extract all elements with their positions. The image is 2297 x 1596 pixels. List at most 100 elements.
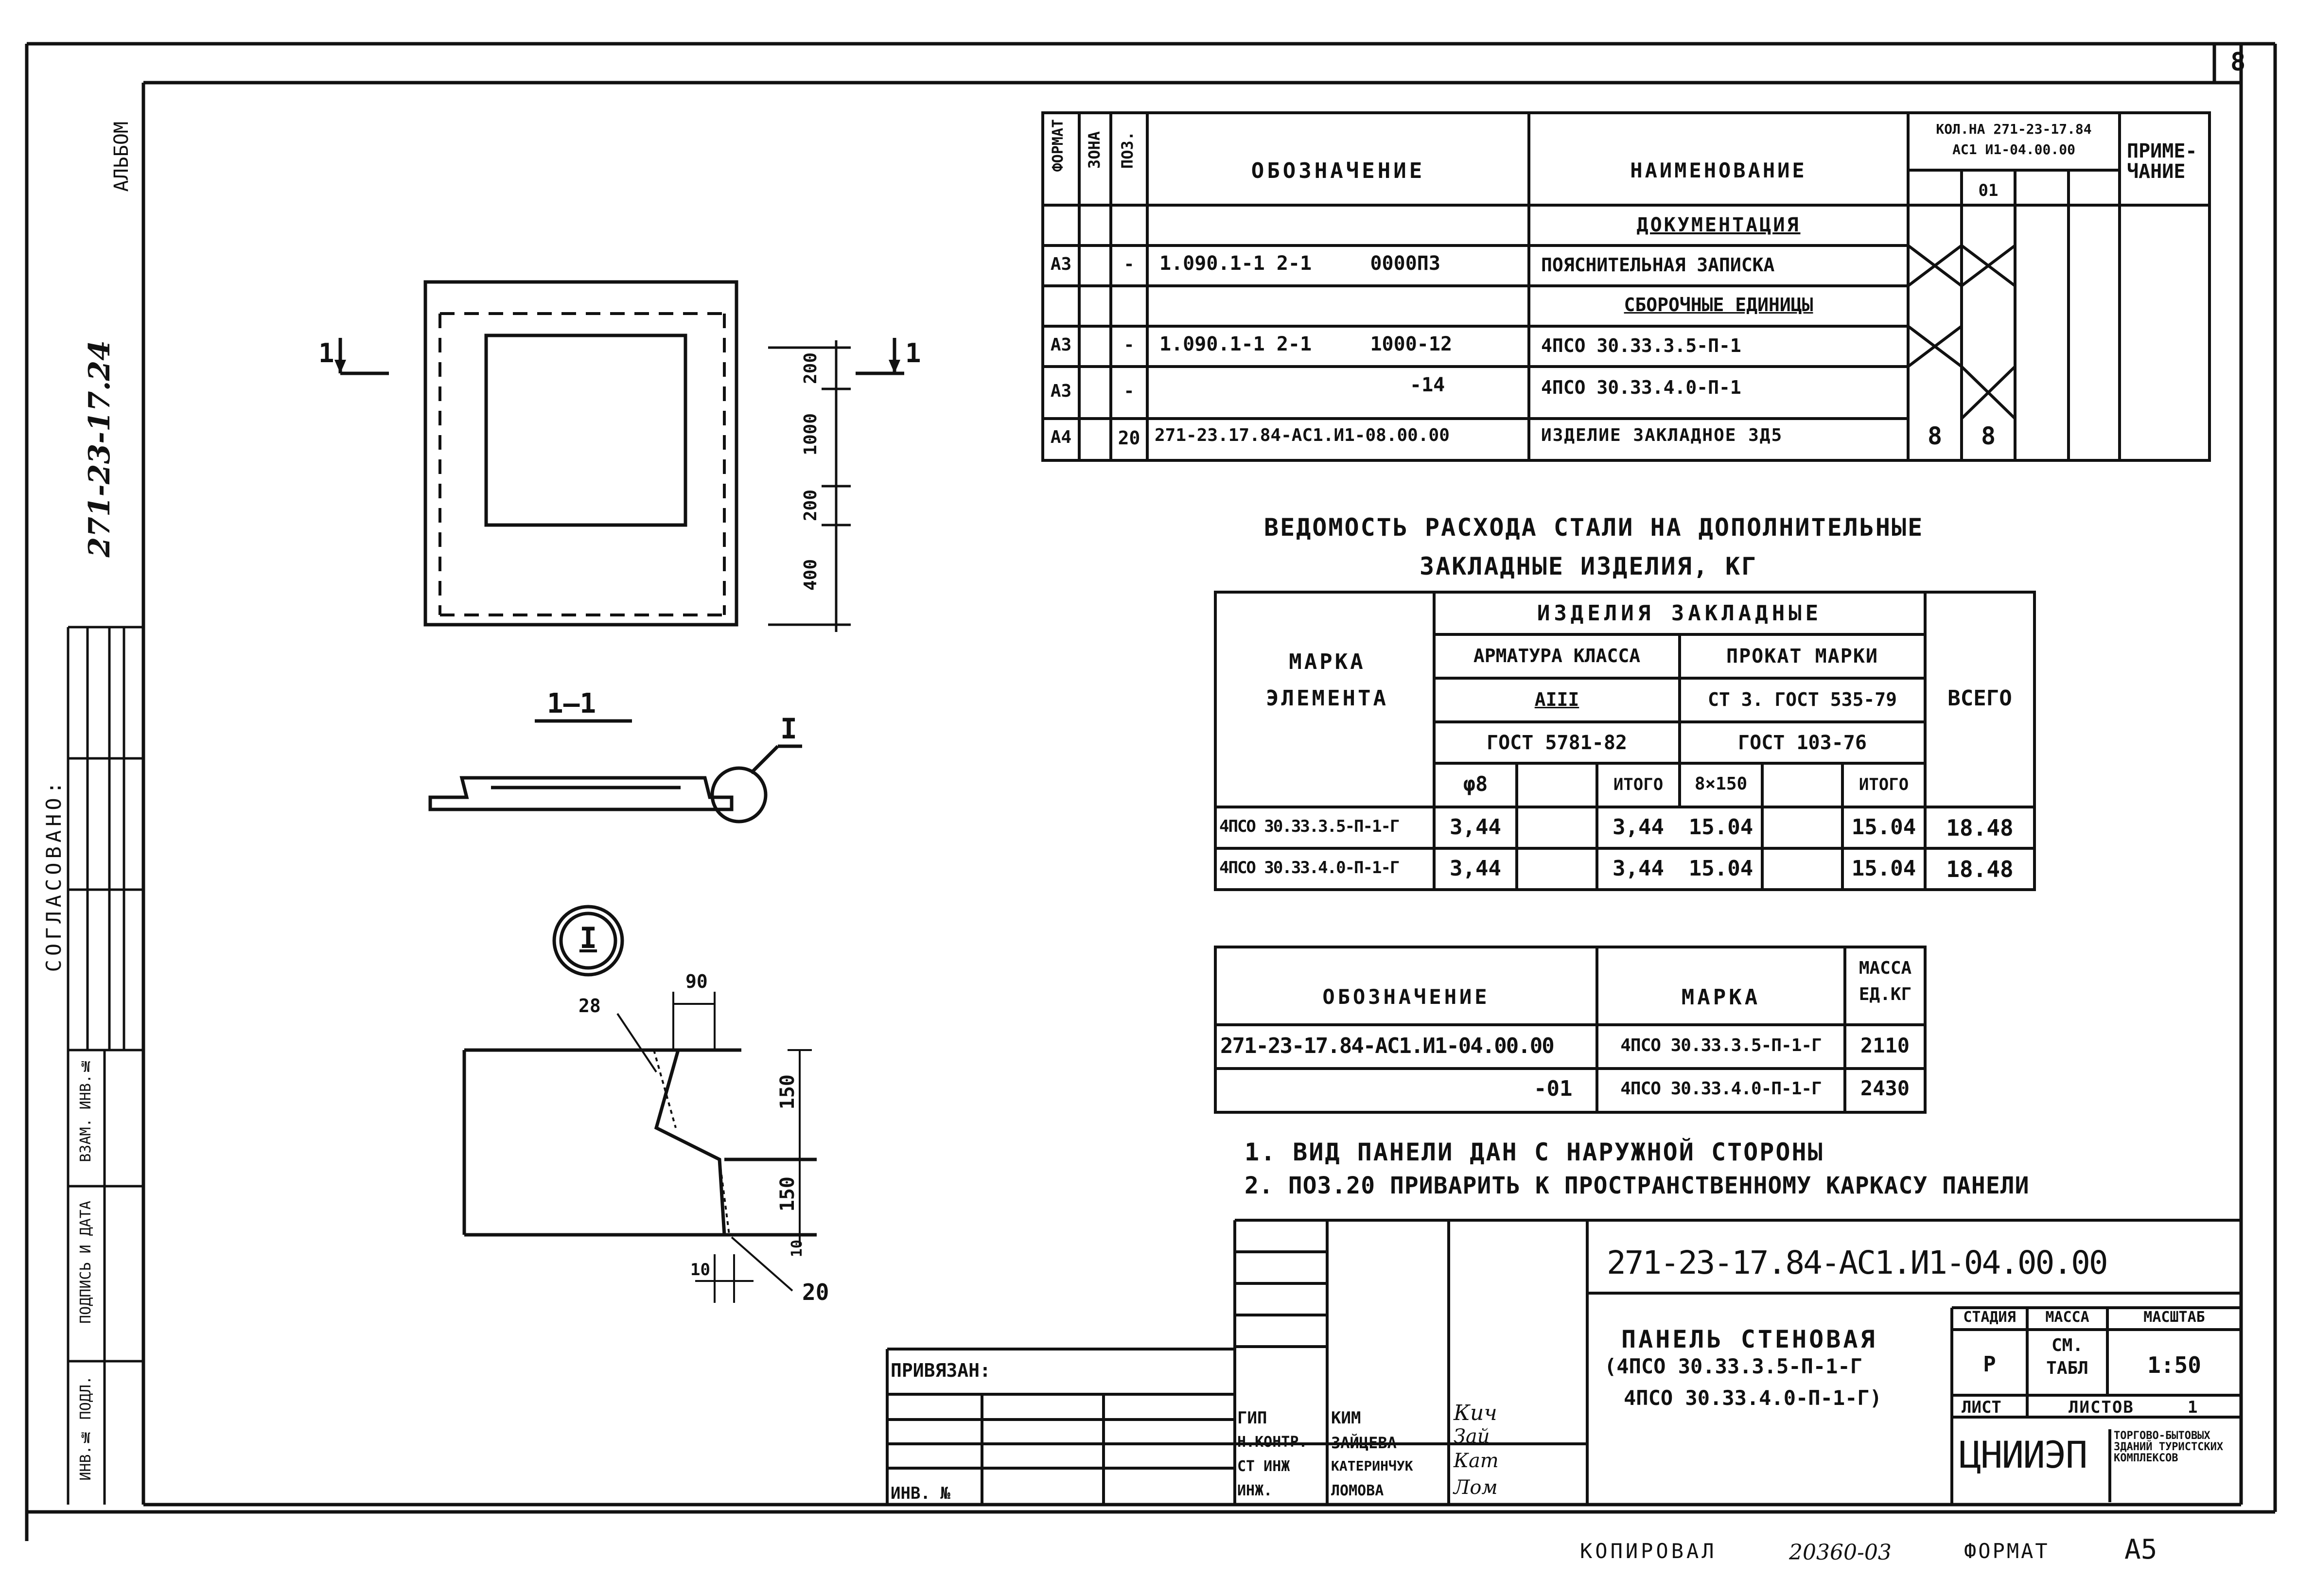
spec-h-designation: ОБОЗНАЧЕНИЕ [1251,158,1425,183]
signature-1: Кич [1454,1401,1497,1425]
detail-pos-20: 20 [802,1279,829,1305]
steel-h-total-2: ИТОГО [1859,775,1909,794]
spec-row-5-format: А4 [1050,427,1072,447]
note-2: 2. ПОЗ.20 ПРИВАРИТЬ К ПРОСТРАНСТВЕННОМУ … [1245,1172,2030,1199]
steel-h-total-all: ВСЕГО [1947,686,2012,711]
mass-h-mark: МАРКА [1681,985,1761,1010]
steel-h-items: ИЗДЕЛИЯ ЗАКЛАДНЫЕ [1537,601,1823,626]
sheets-value: 1 [2188,1398,2198,1417]
spec-row-1-name: ПОЯСНИТЕЛЬНАЯ ЗАПИСКА [1541,254,1775,276]
steel-row-2-mark: 4ПСО 30.33.4.0-П-1-Г [1219,858,1400,877]
mass-h-designation: ОБОЗНАЧЕНИЕ [1322,985,1490,1009]
signature-4: Лом [1454,1476,1498,1499]
spec-row-5-pos: 20 [1118,427,1140,449]
spec-row-assemblies: СБОРОЧНЫЕ ЕДИНИЦЫ [1624,294,1813,316]
mass-value: СМ. ТАБЛ [2046,1335,2088,1378]
detail-dim-150-a: 150 [776,1074,799,1110]
stage-label: СТАДИЯ [1963,1309,2016,1326]
stage-value: Р [1983,1352,1996,1377]
title-code: 271-23-17.84-АС1.И1-04.00.00 [1607,1244,2108,1281]
spec-row-4-name: 4ПСО 30.33.4.0-П-1 [1541,377,1741,398]
staff-1-role: ГИП [1237,1408,1267,1428]
agreed-label: СОГЛАСОВАНО: [42,778,66,972]
mass-h-mass: МАССА ЕД.КГ [1859,958,1912,1004]
spec-h-pos: ПОЗ. [1118,131,1137,169]
signature-3: Кат [1454,1450,1499,1472]
dim-200-top: 200 [801,352,821,385]
title-line-3: 4ПСО 30.33.4.0-П-1-Г) [1624,1386,1882,1410]
section-title: 1—1 [547,688,596,719]
steel-row-2-t1: 3,44 [1613,856,1664,881]
mass-row-2-mark: 4ПСО 30.33.4.0-П-1-Г [1620,1079,1822,1099]
spec-row-3-format: А3 [1050,335,1072,355]
spec-h-zone: ЗОНА [1085,131,1104,169]
steel-row-1-d8: 3,44 [1450,815,1501,840]
steel-row-2-t2: 15.04 [1851,856,1916,881]
mass-row-2-designation: -01 [1534,1076,1573,1101]
mass-row-2-mass: 2430 [1860,1076,1910,1100]
section-mark-left: 1 [318,338,334,368]
steel-h-mark: МАРКА ЭЛЕМЕНТА [1266,649,1388,711]
spec-row-4-format: А3 [1050,381,1072,401]
steel-row-1-t2: 15.04 [1851,815,1916,840]
sheets-label: ЛИСТОВ [2069,1398,2134,1417]
stamp-inv-podl: ИНВ.№ ПОДЛ. [77,1376,94,1481]
section-mark-right: 1 [905,338,921,368]
detail-label: I [579,921,597,955]
spec-row-3-designation: 1.090.1-1 2-1 1000-12 [1159,333,1453,355]
spec-row-5-name: ИЗДЕЛИЕ ЗАКЛАДНОЕ ЗД5 [1541,425,1783,445]
note-1: 1. ВИД ПАНЕЛИ ДАН С НАРУЖНОЙ СТОРОНЫ [1245,1138,1824,1166]
detail-dim-10-bottom: 10 [690,1260,710,1280]
spec-h-name: НАИМЕНОВАНИЕ [1630,158,1807,182]
spec-row-4-designation: -14 [1410,374,1445,396]
dim-1000: 1000 [801,413,821,456]
spec-row-1-format: А3 [1050,254,1072,274]
steel-h-rolled-gost: ГОСТ 103-76 [1738,732,1867,754]
stamp-sign-date: ПОДПИСЬ И ДАТА [77,1201,94,1324]
spec-row-3-pos: - [1123,335,1135,355]
steel-h-8x150: 8×150 [1694,774,1748,794]
staff-1-name: КИМ [1331,1408,1361,1428]
spec-h-qty-1: КОЛ.НА 271-23-17.84 [1936,121,2092,137]
steel-h-rolled-grade: СТ 3. ГОСТ 535-79 [1708,689,1897,710]
spec-row-5-q2: 8 [1981,422,1996,450]
steel-row-2-d8: 3,44 [1450,856,1501,881]
steel-h-rebar-gost: ГОСТ 5781-82 [1487,732,1627,754]
detail-dim-10-right: 10 [789,1240,806,1258]
steel-row-2-s: 15.04 [1688,856,1753,881]
steel-row-1-all: 18.48 [1946,815,2014,841]
mass-row-1-designation: 271-23-17.84-АС1.И1-04.00.00 [1220,1034,1555,1058]
spec-row-5-q1: 8 [1927,422,1943,450]
staff-3-role: СТ ИНЖ [1237,1458,1290,1475]
staff-2-name: ЗАЙЦЕВА [1331,1434,1397,1452]
mass-row-1-mark: 4ПСО 30.33.3.5-П-1-Г [1620,1035,1822,1055]
spec-h-format: ФОРМАТ [1050,119,1067,172]
spec-row-1-pos: - [1123,254,1135,274]
org-logo: ЦНИИЭП [1959,1433,2088,1476]
steel-h-rebar: АРМАТУРА КЛАССА [1473,645,1641,666]
stamp-vzam-inv: ВЗАМ. ИНВ.№ [77,1057,94,1162]
steel-h-rolled: ПРОКАТ МАРКИ [1726,645,1878,667]
steel-title-1: ВЕДОМОСТЬ РАСХОДА СТАЛИ НА ДОПОЛНИТЕЛЬНЫ… [1264,513,1924,542]
steel-h-total-1: ИТОГО [1613,775,1664,794]
dim-200-bottom: 200 [801,490,821,522]
detail-dim-top: 90 [685,971,708,992]
bound-label: ПРИВЯЗАН: [891,1360,991,1381]
org-sub: ТОРГОВО-БЫТОВЫХ ЗДАНИЙ ТУРИСТСКИХ КОМПЛЕ… [2114,1430,2224,1465]
spec-row-3-name: 4ПСО 30.33.3.5-П-1 [1541,335,1741,356]
mass-label: МАССА [2045,1309,2089,1326]
signature-2: Зай [1454,1425,1490,1448]
spec-row-5-designation: 271-23.17.84-АС1.И1-08.00.00 [1155,425,1450,445]
staff-4-role: ИНЖ. [1237,1482,1273,1499]
dim-400: 400 [801,559,821,591]
sheet-label: ЛИСТ [1962,1398,2001,1417]
sheet-number: 8 [2230,48,2246,77]
album-code: 271-23-17.24 [83,340,117,558]
steel-row-1-s: 15.04 [1688,815,1753,840]
spec-h-note: ПРИМЕ-ЧАНИЕ [2127,140,2197,183]
footer-format: А5 [2124,1534,2157,1565]
footer-format-label: ФОРМАТ [1964,1539,2050,1563]
steel-h-rebar-class: АIII [1534,689,1579,710]
scale-value: 1:50 [2147,1352,2201,1378]
